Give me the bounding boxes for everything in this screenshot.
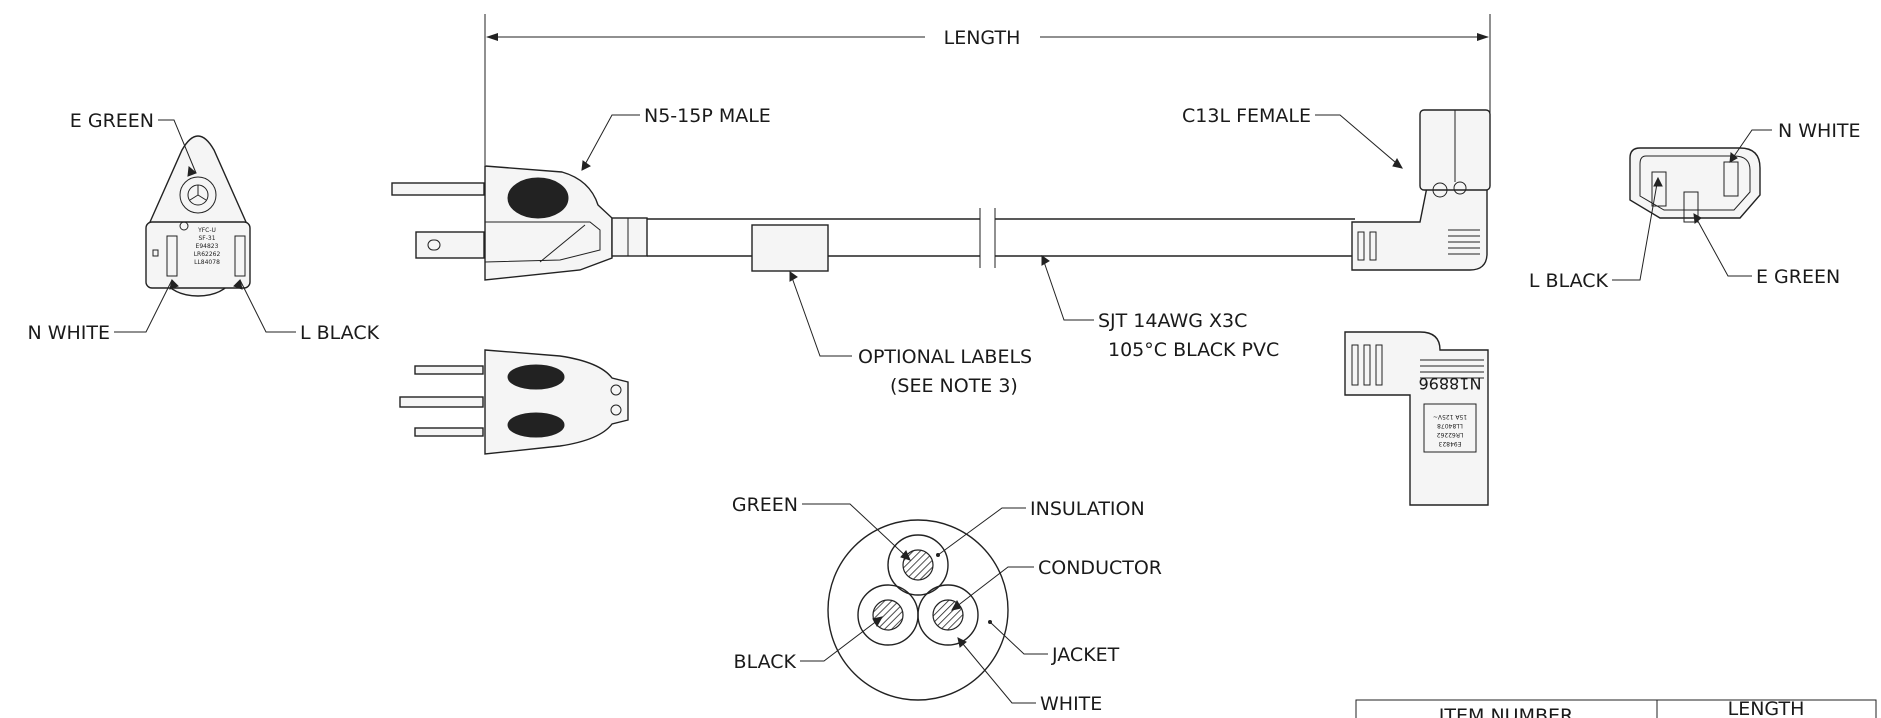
e-green-leader <box>158 119 197 174</box>
ground-pin-circle <box>179 176 217 214</box>
plug-prong-top <box>391 182 485 196</box>
conductor-green <box>902 549 934 581</box>
jacket-outline <box>827 519 1009 701</box>
table-header-length: LENGTH <box>1728 698 1805 718</box>
end-view-marking-4: 15A 125V~ <box>1433 413 1467 420</box>
face-n-white-label: N WHITE <box>1778 120 1861 142</box>
end-view-marking-3: LL84078 <box>1437 422 1463 429</box>
top-prong-1 <box>414 365 484 375</box>
end-view-marking-1: E94823 <box>1438 440 1461 447</box>
female-connector-side-view: C13L FEMALE <box>1182 105 1491 271</box>
top-grip-2 <box>507 412 565 438</box>
male-plug-side-view: N5-15P MALE <box>391 105 771 281</box>
optional-labels-leader <box>789 271 852 357</box>
plug-strain-relief <box>611 217 648 257</box>
white-label: WHITE <box>1040 693 1102 715</box>
plug-marking-5: LL84078 <box>194 259 220 266</box>
insulation-leader <box>937 507 1026 556</box>
female-connector-leader <box>1315 114 1403 169</box>
end-view-marking-box <box>1423 403 1477 453</box>
face-n-white-leader <box>1729 129 1772 163</box>
line-slot <box>234 235 246 277</box>
table-header-row <box>1355 699 1877 718</box>
cable-spec-text-1: SJT 14AWG X3C <box>1098 310 1247 332</box>
green-label: GREEN <box>732 494 798 516</box>
connector-vent-lines <box>1448 229 1480 255</box>
top-prong-3 <box>414 427 484 437</box>
connector-face-outline <box>1629 147 1761 219</box>
l-black-leader <box>239 279 296 333</box>
plug-face-body <box>145 221 251 289</box>
black-leader <box>800 616 883 662</box>
face-e-green-label: E GREEN <box>1756 266 1840 288</box>
female-connector-end-view: E94823 LR62262 LL84078 15A 125V~ N18896 <box>1344 331 1489 506</box>
female-connector-label: C13L FEMALE <box>1182 105 1311 127</box>
male-plug-top-view <box>399 349 629 455</box>
n-white-leader <box>114 279 173 333</box>
plug-l-black-label: L BLACK <box>300 322 380 344</box>
end-view-marking-2: LR62262 <box>1437 431 1464 438</box>
top-grip-1 <box>507 364 565 390</box>
jacket-leader <box>989 621 1048 655</box>
item-length-table: ITEM NUMBER LENGTH <box>1355 698 1877 718</box>
cable-spec-leader <box>1041 255 1094 321</box>
conductor-label: CONDUCTOR <box>1038 557 1162 579</box>
top-prong-2 <box>399 396 484 408</box>
face-l-black-leader <box>1612 177 1659 281</box>
plug-prong-bottom <box>415 231 485 259</box>
conductor-leader <box>951 566 1034 611</box>
optional-labels-text-2: (SEE NOTE 3) <box>890 375 1018 397</box>
cable-cross-section: GREEN INSULATION CONDUCTOR BLACK JACKET … <box>732 494 1162 715</box>
connector-body <box>1351 181 1488 271</box>
face-l-black-label: L BLACK <box>1529 270 1609 292</box>
cable-spec-text-2: 105°C BLACK PVC <box>1108 339 1279 361</box>
plug-marking-2: SF-31 <box>198 235 215 242</box>
plug-e-green-label: E GREEN <box>70 110 154 132</box>
insulation-white <box>917 584 979 646</box>
plug-grip-top <box>507 177 569 219</box>
e-slot <box>1683 191 1699 223</box>
black-label: BLACK <box>734 651 797 673</box>
plug-n-white-label: N WHITE <box>27 322 110 344</box>
conductor-black <box>872 599 904 631</box>
jacket-label: JACKET <box>1051 644 1120 666</box>
optional-labels-text-1: OPTIONAL LABELS <box>858 346 1032 368</box>
end-view-part-code: N18896 <box>1419 374 1482 393</box>
face-e-green-leader <box>1693 213 1752 277</box>
optional-label-band <box>751 224 829 272</box>
plug-marking-4: LR62262 <box>194 251 221 258</box>
top-plug-body <box>484 349 629 455</box>
l-slot <box>1651 171 1667 207</box>
white-leader <box>957 637 1036 704</box>
plug-face-view: YFC-U SF-31 E94823 LR62262 LL84078 E GRE… <box>27 110 379 344</box>
end-view-vents <box>1420 359 1484 379</box>
neutral-slot <box>166 235 178 277</box>
end-view-body <box>1344 331 1489 506</box>
plug-marking-1: YFC-U <box>197 227 216 234</box>
length-label: LENGTH <box>944 27 1021 49</box>
length-dimension: LENGTH <box>484 14 1491 175</box>
insulation-label: INSULATION <box>1030 498 1145 520</box>
plug-marking-3: E94823 <box>196 243 219 250</box>
green-leader <box>802 503 911 561</box>
table-header-item-number: ITEM NUMBER <box>1439 705 1573 718</box>
male-plug-leader <box>581 114 640 171</box>
cable: OPTIONAL LABELS (SEE NOTE 3) SJT 14AWG X… <box>647 208 1355 397</box>
male-plug-label: N5-15P MALE <box>644 105 771 127</box>
connector-face-view: N WHITE L BLACK E GREEN <box>1529 120 1861 292</box>
insulation-green <box>887 534 949 596</box>
